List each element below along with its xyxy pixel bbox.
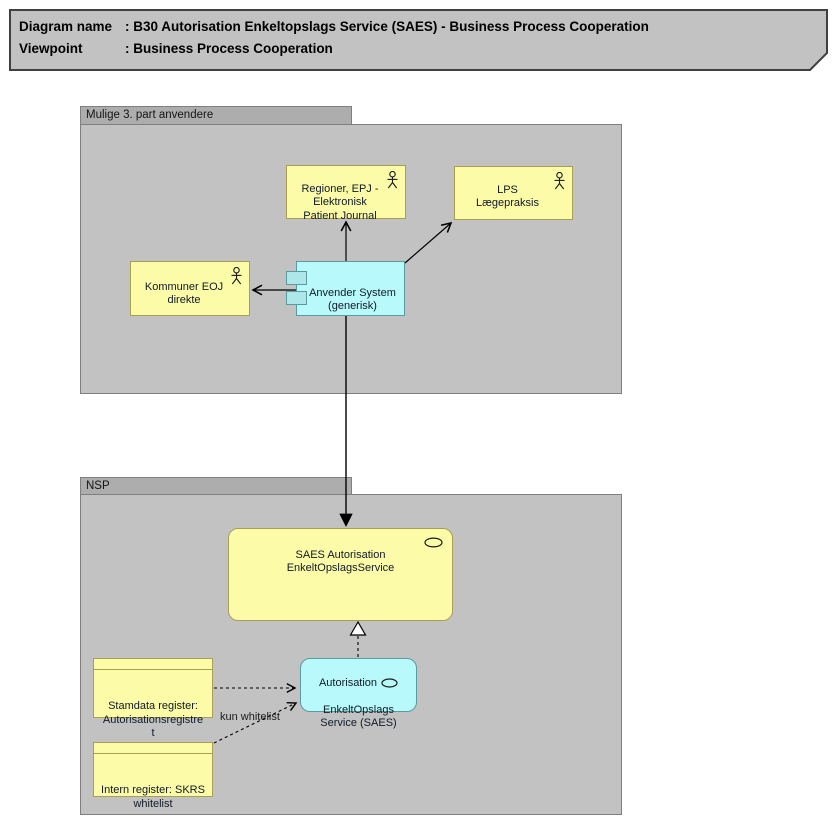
node-regioner-epj[interactable]: Regioner, EPJ - Elektronisk Patient Jour… (286, 165, 406, 222)
node-anvender-system[interactable]: Anvender System (generisk) (286, 261, 405, 316)
group-tab-nsp[interactable]: NSP (80, 477, 352, 495)
title-line1-label: Diagram name (19, 19, 113, 34)
component-icon (286, 291, 307, 305)
node-label: Kommuner EOJ direkte (144, 280, 224, 307)
connection-label-kun-whitelist: kun whitelist (220, 711, 280, 723)
node-autorisation-enkeltopslags-service[interactable]: Autorisation EnkeltOpslags Service (SAES… (300, 658, 417, 729)
actor-icon (231, 267, 242, 285)
node-stamdata-register[interactable]: Stamdata register: Autorisationsregistre… (93, 658, 213, 739)
node-intern-register-skrs[interactable]: Intern register: SKRS whitelist (93, 742, 213, 810)
actor-icon (554, 172, 565, 190)
node-label-line1: Autorisation (318, 676, 378, 689)
node-label: SAES Autorisation EnkeltOpslagsService (286, 548, 395, 575)
service-icon (424, 537, 443, 548)
node-label: LPS Lægepraksis (476, 183, 539, 210)
node-lps-laegepraksis[interactable]: LPS Lægepraksis (454, 166, 573, 220)
service-icon (381, 678, 398, 688)
title-shape (9, 9, 828, 71)
title-line2-label: Viewpoint (19, 41, 83, 56)
group-label: NSP (86, 480, 110, 492)
title-text: Diagram name : B30 Autorisation Enkeltop… (19, 16, 649, 60)
node-label: Anvender System (generisk) (309, 286, 396, 313)
node-label: Regioner, EPJ - Elektronisk Patient Jour… (301, 182, 379, 222)
group-label: Mulige 3. part anvendere (86, 109, 214, 121)
title-line2-value: : Business Process Cooperation (125, 41, 333, 56)
title-line1-value: : B30 Autorisation Enkeltopslags Service… (125, 19, 649, 34)
node-kommuner-eoj[interactable]: Kommuner EOJ direkte (130, 261, 250, 316)
diagram-title-block: Diagram name : B30 Autorisation Enkeltop… (0, 0, 837, 80)
actor-icon (387, 171, 398, 189)
node-saes-autorisation-service[interactable]: SAES Autorisation EnkeltOpslagsService (228, 528, 453, 621)
node-label: Stamdata register: Autorisationsregistre… (102, 700, 204, 739)
group-tab-mulige-3-part-anvendere[interactable]: Mulige 3. part anvendere (80, 106, 352, 125)
node-label: Intern register: SKRS whitelist (101, 784, 205, 810)
object-top-band (94, 743, 212, 754)
object-top-band (94, 659, 212, 670)
component-icon (286, 271, 307, 285)
node-label-rest: EnkeltOpslags Service (SAES) (320, 703, 397, 730)
